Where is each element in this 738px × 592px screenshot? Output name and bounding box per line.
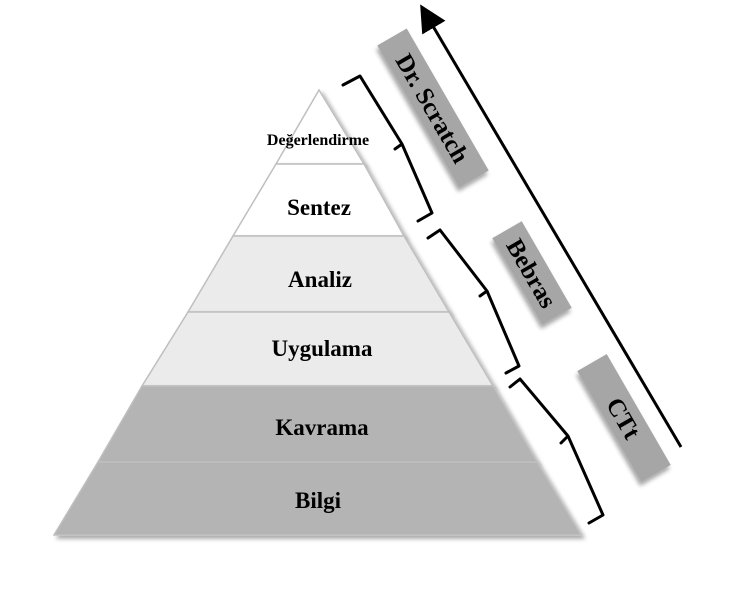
braces	[341, 74, 605, 525]
brace-ctt	[508, 377, 605, 525]
tag-label: Dr. Scratch	[390, 49, 474, 168]
arrow-up-left-icon	[420, 4, 683, 448]
pyramid-level-sentez: Sentez	[231, 163, 406, 237]
level-label: Uygulama	[272, 336, 373, 361]
pyramid-level-analiz: Analiz	[186, 235, 451, 313]
tag-background	[492, 221, 572, 325]
tag-bebras: Bebras	[492, 221, 572, 325]
tag-ctt: CTt	[577, 354, 671, 482]
level-label: Sentez	[287, 195, 351, 220]
level-label: Kavrama	[275, 415, 369, 440]
brace-bebras	[426, 228, 521, 375]
pyramid: Değerlendirme Sentez Analiz Uygulama Kav…	[52, 88, 583, 536]
tag-dr-scratch: Dr. Scratch	[377, 28, 489, 188]
level-shape	[274, 88, 366, 165]
tag-background	[377, 28, 489, 188]
level-label: Bilgi	[295, 488, 342, 513]
pyramid-level-kavrama: Kavrama	[96, 385, 539, 463]
tag-background	[577, 354, 671, 482]
brace-dr-scratch	[341, 74, 434, 223]
level-label: Analiz	[288, 267, 352, 292]
pyramid-level-uygulama: Uygulama	[140, 311, 495, 387]
level-label: Değerlendirme	[267, 132, 369, 149]
pyramid-level-degerlendirme: Değerlendirme	[267, 88, 369, 165]
level-shape	[52, 461, 583, 536]
pyramid-level-bilgi: Bilgi	[52, 461, 583, 536]
